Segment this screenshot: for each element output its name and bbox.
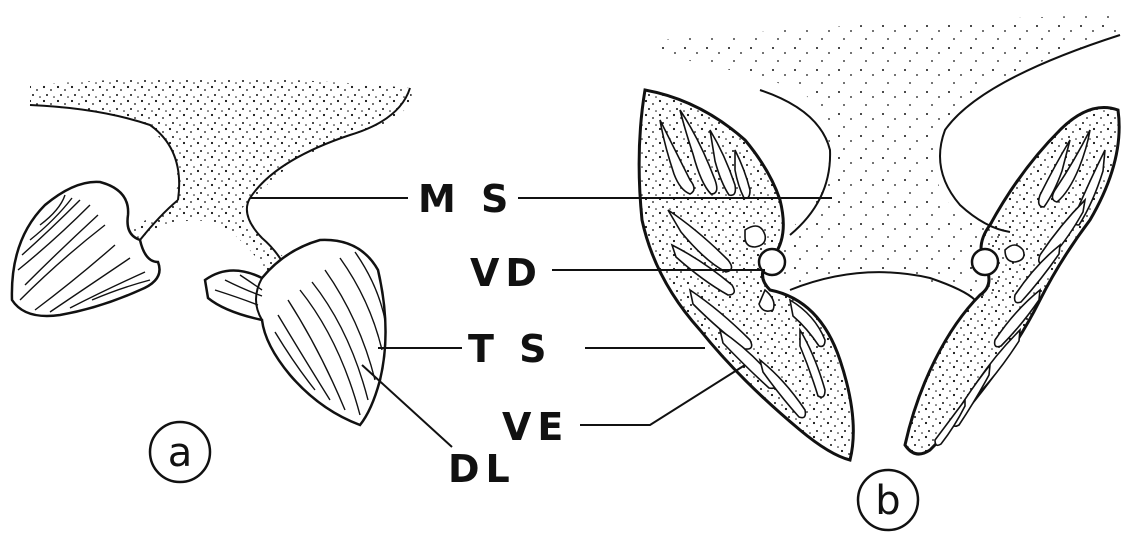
label-vd: VD — [470, 251, 543, 295]
ve-leader — [580, 365, 745, 425]
label-ts: T S — [468, 327, 553, 371]
panel-a-left-testis — [12, 182, 160, 316]
label-ve: VE — [502, 405, 569, 449]
panel-b-drawing — [639, 15, 1120, 460]
panel-b-vas-deferens — [759, 249, 785, 275]
labels: M S VD T S VE DL — [418, 177, 569, 491]
dl-leader — [362, 365, 452, 447]
panel-a-right-testis — [205, 240, 386, 425]
panel-b-right-duct — [972, 249, 998, 275]
svg-text:b: b — [875, 478, 900, 524]
panel-letter-a: a — [150, 422, 210, 482]
panel-letter-b: b — [858, 470, 918, 530]
label-ms: M S — [418, 177, 514, 221]
svg-text:a: a — [168, 430, 193, 476]
panel-a-drawing — [12, 78, 412, 425]
label-dl: DL — [448, 447, 516, 491]
